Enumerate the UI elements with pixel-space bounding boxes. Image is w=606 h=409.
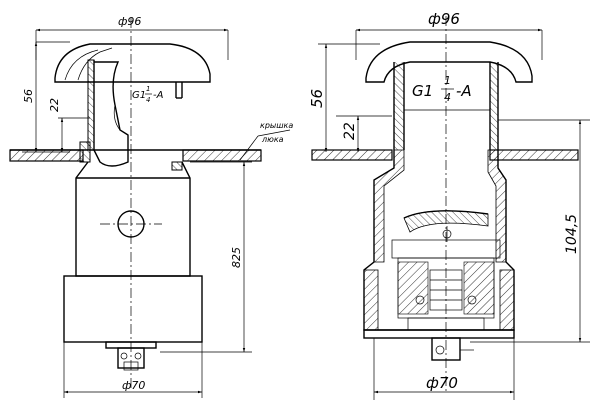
right-bottom-diameter-text: ф70 xyxy=(426,374,458,392)
right-thread-prefix: G1 xyxy=(412,82,433,100)
left-dim-top-diameter: ф96 xyxy=(35,15,229,60)
left-leader-line2: люка xyxy=(261,135,284,144)
left-dim-825: 825 xyxy=(160,161,252,353)
left-bottom-diameter-text: ф70 xyxy=(122,379,145,392)
left-dim-825-text: 825 xyxy=(230,247,243,268)
right-hatch-cover-plate xyxy=(311,149,579,161)
right-top-diameter-text: ф96 xyxy=(428,10,460,28)
right-view: ф96 56 22 G1 1 xyxy=(308,10,590,400)
right-dim-total-text: 104,5 xyxy=(564,214,580,254)
left-thread-den: 4 xyxy=(146,96,150,104)
left-neck xyxy=(79,59,129,167)
left-dim-bottom-diameter: ф70 xyxy=(63,342,203,398)
left-dim-56-text: 56 xyxy=(22,89,35,103)
left-leader-line1: крышка xyxy=(260,121,293,130)
right-internal-mechanism xyxy=(391,226,501,361)
right-thread-suffix: -A xyxy=(456,82,472,100)
left-view: ф96 56 22 xyxy=(9,15,293,398)
left-dim-22-text: 22 xyxy=(48,98,61,112)
right-dim-22-text: 22 xyxy=(342,122,358,140)
left-thread-suffix: -A xyxy=(153,90,164,101)
right-dim-bottom-diameter: ф70 xyxy=(373,338,515,400)
left-cap xyxy=(54,43,211,99)
right-cap xyxy=(365,41,533,150)
right-dim-56-text: 56 xyxy=(308,89,326,108)
left-dim-22: 22 xyxy=(48,98,90,152)
left-lower-housing xyxy=(63,275,203,371)
left-leader-cover: крышка люка xyxy=(239,121,293,161)
right-thread-num: 1 xyxy=(444,74,451,87)
left-thread-prefix: G1 xyxy=(132,90,146,101)
right-dim-top-diameter: ф96 xyxy=(355,10,543,60)
left-thread-num: 1 xyxy=(146,85,150,93)
right-dim-total: 104,5 xyxy=(470,119,590,343)
right-thread-den: 4 xyxy=(444,91,451,104)
left-top-diameter-text: ф96 xyxy=(118,15,141,28)
right-dim-22: 22 xyxy=(336,115,392,152)
left-body xyxy=(75,161,191,277)
right-dim-56: 56 xyxy=(308,43,380,152)
left-hatch-cover-plate xyxy=(9,149,262,162)
